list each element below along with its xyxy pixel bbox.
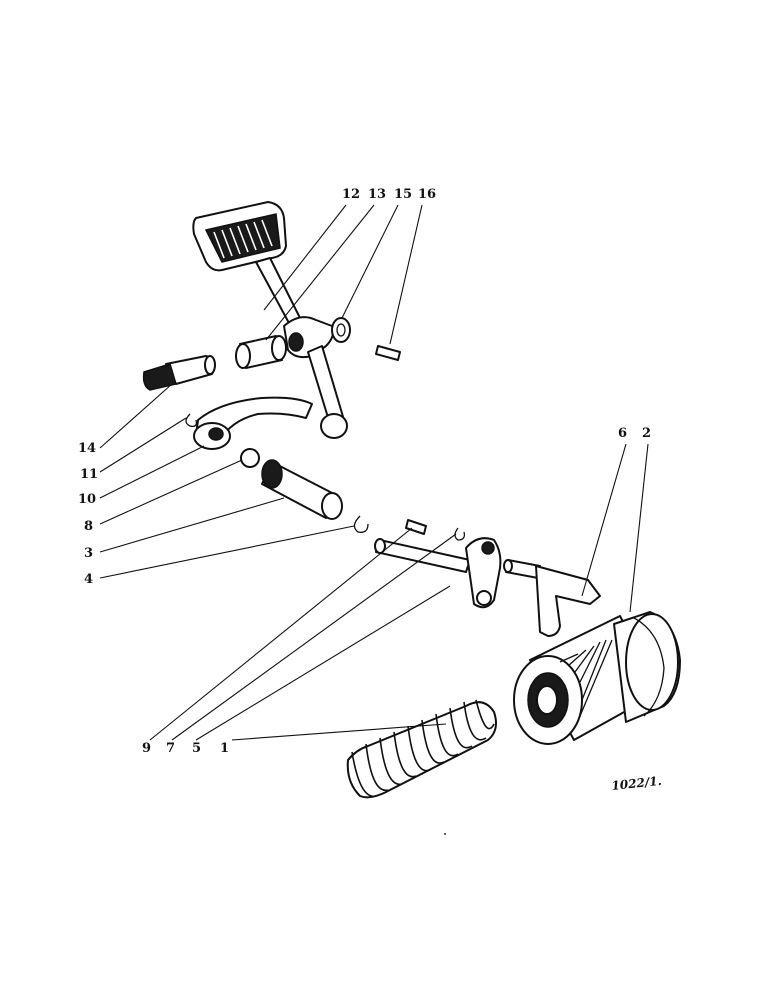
shaft-sleeve	[261, 459, 343, 520]
callout-8: 8	[84, 519, 93, 534]
callout-10: 10	[78, 492, 96, 507]
callout-5: 5	[192, 741, 201, 756]
callout-16: 16	[418, 187, 436, 202]
callout-9: 9	[142, 741, 151, 756]
pedal-assembly	[192, 201, 348, 439]
spring	[346, 699, 497, 799]
callout-12: 12	[342, 187, 360, 202]
callout-4: 4	[84, 572, 93, 587]
split-pin	[375, 345, 401, 361]
key	[405, 519, 427, 535]
callout-1: 1	[220, 741, 229, 756]
drawing-reference: 1022/1.	[611, 774, 663, 793]
leader-lines	[99, 204, 649, 741]
callout-6: 6	[618, 426, 627, 441]
lever	[193, 396, 313, 450]
splined-sleeve	[513, 611, 681, 745]
callout-7: 7	[166, 741, 175, 756]
circlip-lower	[353, 515, 369, 533]
callout-labels: 12 13 15 16 14 11 10 8 3 4 6 2 9 7 5 1	[78, 187, 651, 756]
callout-2: 2	[642, 426, 651, 441]
sealing-ring	[240, 448, 260, 468]
callout-14: 14	[78, 441, 96, 456]
speck	[444, 833, 446, 835]
cross-shaft-arm	[374, 537, 502, 609]
callout-13: 13	[368, 187, 386, 202]
circlip-upper	[185, 413, 198, 428]
circlip-small	[454, 527, 466, 541]
washer	[331, 317, 351, 343]
callout-11: 11	[80, 467, 98, 482]
striker-fork	[503, 559, 601, 637]
bush	[235, 335, 287, 369]
callout-15: 15	[394, 187, 412, 202]
callout-3: 3	[84, 546, 93, 561]
pivot-pin	[142, 355, 216, 391]
